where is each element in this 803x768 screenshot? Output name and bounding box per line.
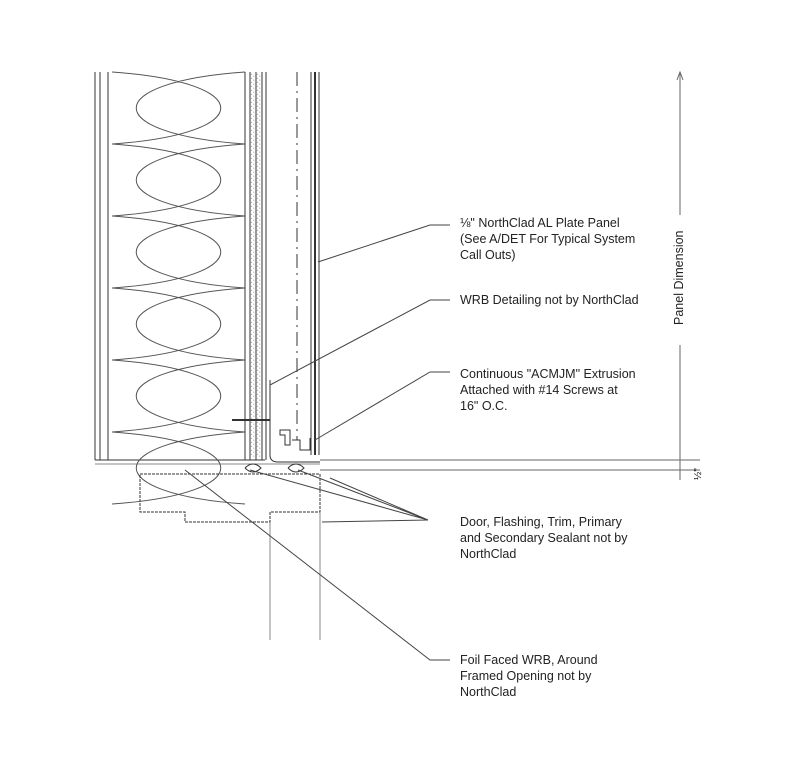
callout-panel: ⅛" NorthClad AL Plate Panel (See A/DET F… [460, 216, 636, 262]
sheathing [244, 72, 267, 460]
panel-dimension-label: Panel Dimension [672, 230, 686, 326]
callout-extrusion: Continuous "ACMJM" Extrusion Attached wi… [460, 367, 636, 413]
panel-system [232, 72, 320, 463]
callout-wrb: WRB Detailing not by NorthClad [460, 293, 639, 307]
batt-loops [111, 71, 246, 505]
gap-dimension-label: ½" [693, 468, 704, 480]
dimension-line [320, 70, 700, 480]
insulation-batt [111, 71, 246, 505]
sill-and-frame [139, 463, 321, 640]
callout-door-flashing: Door, Flashing, Trim, Primary and Second… [460, 515, 628, 561]
callout-foil-wrb: Foil Faced WRB, Around Framed Opening no… [460, 653, 598, 699]
wall-framing [94, 72, 320, 465]
leader-lines [184, 224, 450, 661]
